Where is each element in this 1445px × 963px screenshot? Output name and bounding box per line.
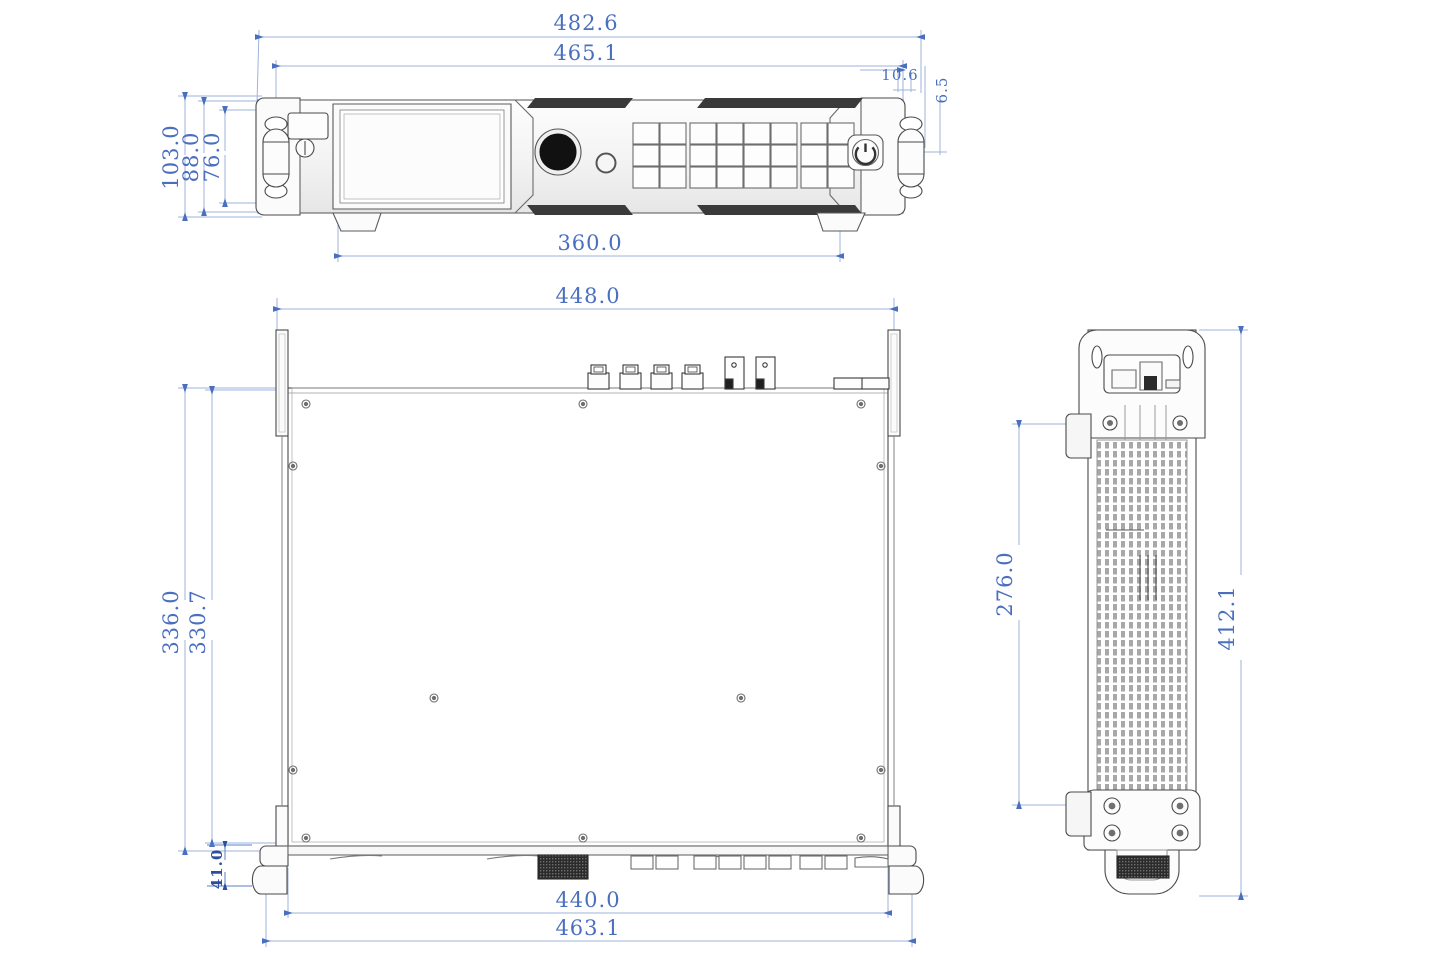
- dim-label-41: 41.0: [208, 849, 226, 890]
- dim-rail-span-440: [284, 868, 892, 918]
- dim-inner-depth-330-7: [205, 386, 290, 847]
- side-rear-tab: [1065, 413, 1092, 459]
- dim-label-88: 88.0: [179, 132, 203, 183]
- side-ear-hole-left: [1091, 345, 1103, 369]
- dim-chassis-depth-336: [178, 384, 285, 855]
- wide-connector: [833, 377, 890, 390]
- key-switch[interactable]: [287, 112, 329, 158]
- center-keypad[interactable]: [689, 122, 798, 189]
- top-view-front-edge: [287, 845, 889, 880]
- dim-label-448: 448.0: [555, 284, 620, 308]
- dim-front-flange-41: [207, 841, 252, 890]
- side-front-handle: [1104, 849, 1180, 895]
- lcd-screen[interactable]: [332, 103, 512, 210]
- rack-rail-left: [275, 329, 289, 851]
- dim-label-360: 360.0: [557, 231, 622, 255]
- side-knob-mesh: [1116, 855, 1170, 879]
- top-view: 448.0 336.0 330.7 41.0: [159, 284, 925, 947]
- side-front-cap: [1083, 789, 1201, 851]
- dim-overall-height-103: [178, 92, 262, 221]
- dim-overall-depth-412-1: [1199, 326, 1248, 900]
- dim-overall-width-482-6: [255, 29, 925, 104]
- top-chassis-body: [287, 387, 889, 847]
- power-button[interactable]: [847, 134, 884, 171]
- bnc-connector: [619, 364, 642, 390]
- front-feet: [332, 212, 866, 232]
- keypad-cutouts: [630, 855, 889, 870]
- bnc-connector: [587, 364, 610, 390]
- rack-rail-right: [887, 329, 901, 851]
- dim-ear-thickness-10-6: [860, 67, 916, 92]
- dim-label-330-7: 330.7: [186, 589, 210, 654]
- dim-ear-hole-span-465-1: [272, 60, 907, 128]
- dim-label-76: 76.0: [200, 132, 224, 183]
- dim-label-10-6: 10.6: [881, 66, 918, 84]
- bnc-connector: [681, 364, 704, 390]
- front-vent-strips: [527, 98, 863, 215]
- dim-label-482-6: 482.6: [553, 11, 618, 35]
- dim-label-6-5: 6.5: [933, 77, 951, 104]
- dim-label-103: 103.0: [159, 124, 183, 189]
- side-ear-hole-right: [1182, 345, 1194, 369]
- module-connector: [724, 356, 745, 390]
- dim-label-336: 336.0: [159, 589, 183, 654]
- dim-chassis-width-448: [273, 298, 898, 335]
- top-view-front-ears: [251, 845, 925, 895]
- dim-label-412-1: 412.1: [1215, 585, 1239, 650]
- dim-label-276: 276.0: [993, 551, 1017, 616]
- knob-cutout: [537, 854, 589, 880]
- front-view: 482.6 465.1 10.6 6.5 103.: [159, 11, 951, 262]
- side-front-tab: [1065, 791, 1092, 837]
- right-keypad[interactable]: [800, 122, 855, 189]
- side-vent-panel: [1096, 439, 1188, 791]
- side-rear-cap: [1078, 329, 1206, 440]
- module-connector: [755, 356, 776, 390]
- dim-label-465-1: 465.1: [553, 41, 618, 65]
- dim-overall-width-463-1: [262, 886, 916, 947]
- dim-vent-height-276: [1012, 420, 1090, 809]
- rear-connectors: [587, 356, 890, 390]
- side-view: 276.0 412.1: [993, 326, 1248, 900]
- dim-label-440: 440.0: [555, 888, 620, 912]
- dim-foot-span-360: [334, 222, 844, 262]
- left-keypad[interactable]: [632, 122, 687, 189]
- side-vent-markers: [1106, 529, 1157, 600]
- chassis-screws: [288, 399, 886, 843]
- small-round-button[interactable]: [595, 152, 617, 174]
- dim-label-463-1: 463.1: [555, 916, 620, 940]
- rack-ear-left-handle: [262, 128, 290, 188]
- rack-ear-right-handle: [897, 128, 925, 188]
- power-icon: [854, 143, 877, 166]
- main-knob[interactable]: [534, 128, 582, 176]
- bnc-connector: [650, 364, 673, 390]
